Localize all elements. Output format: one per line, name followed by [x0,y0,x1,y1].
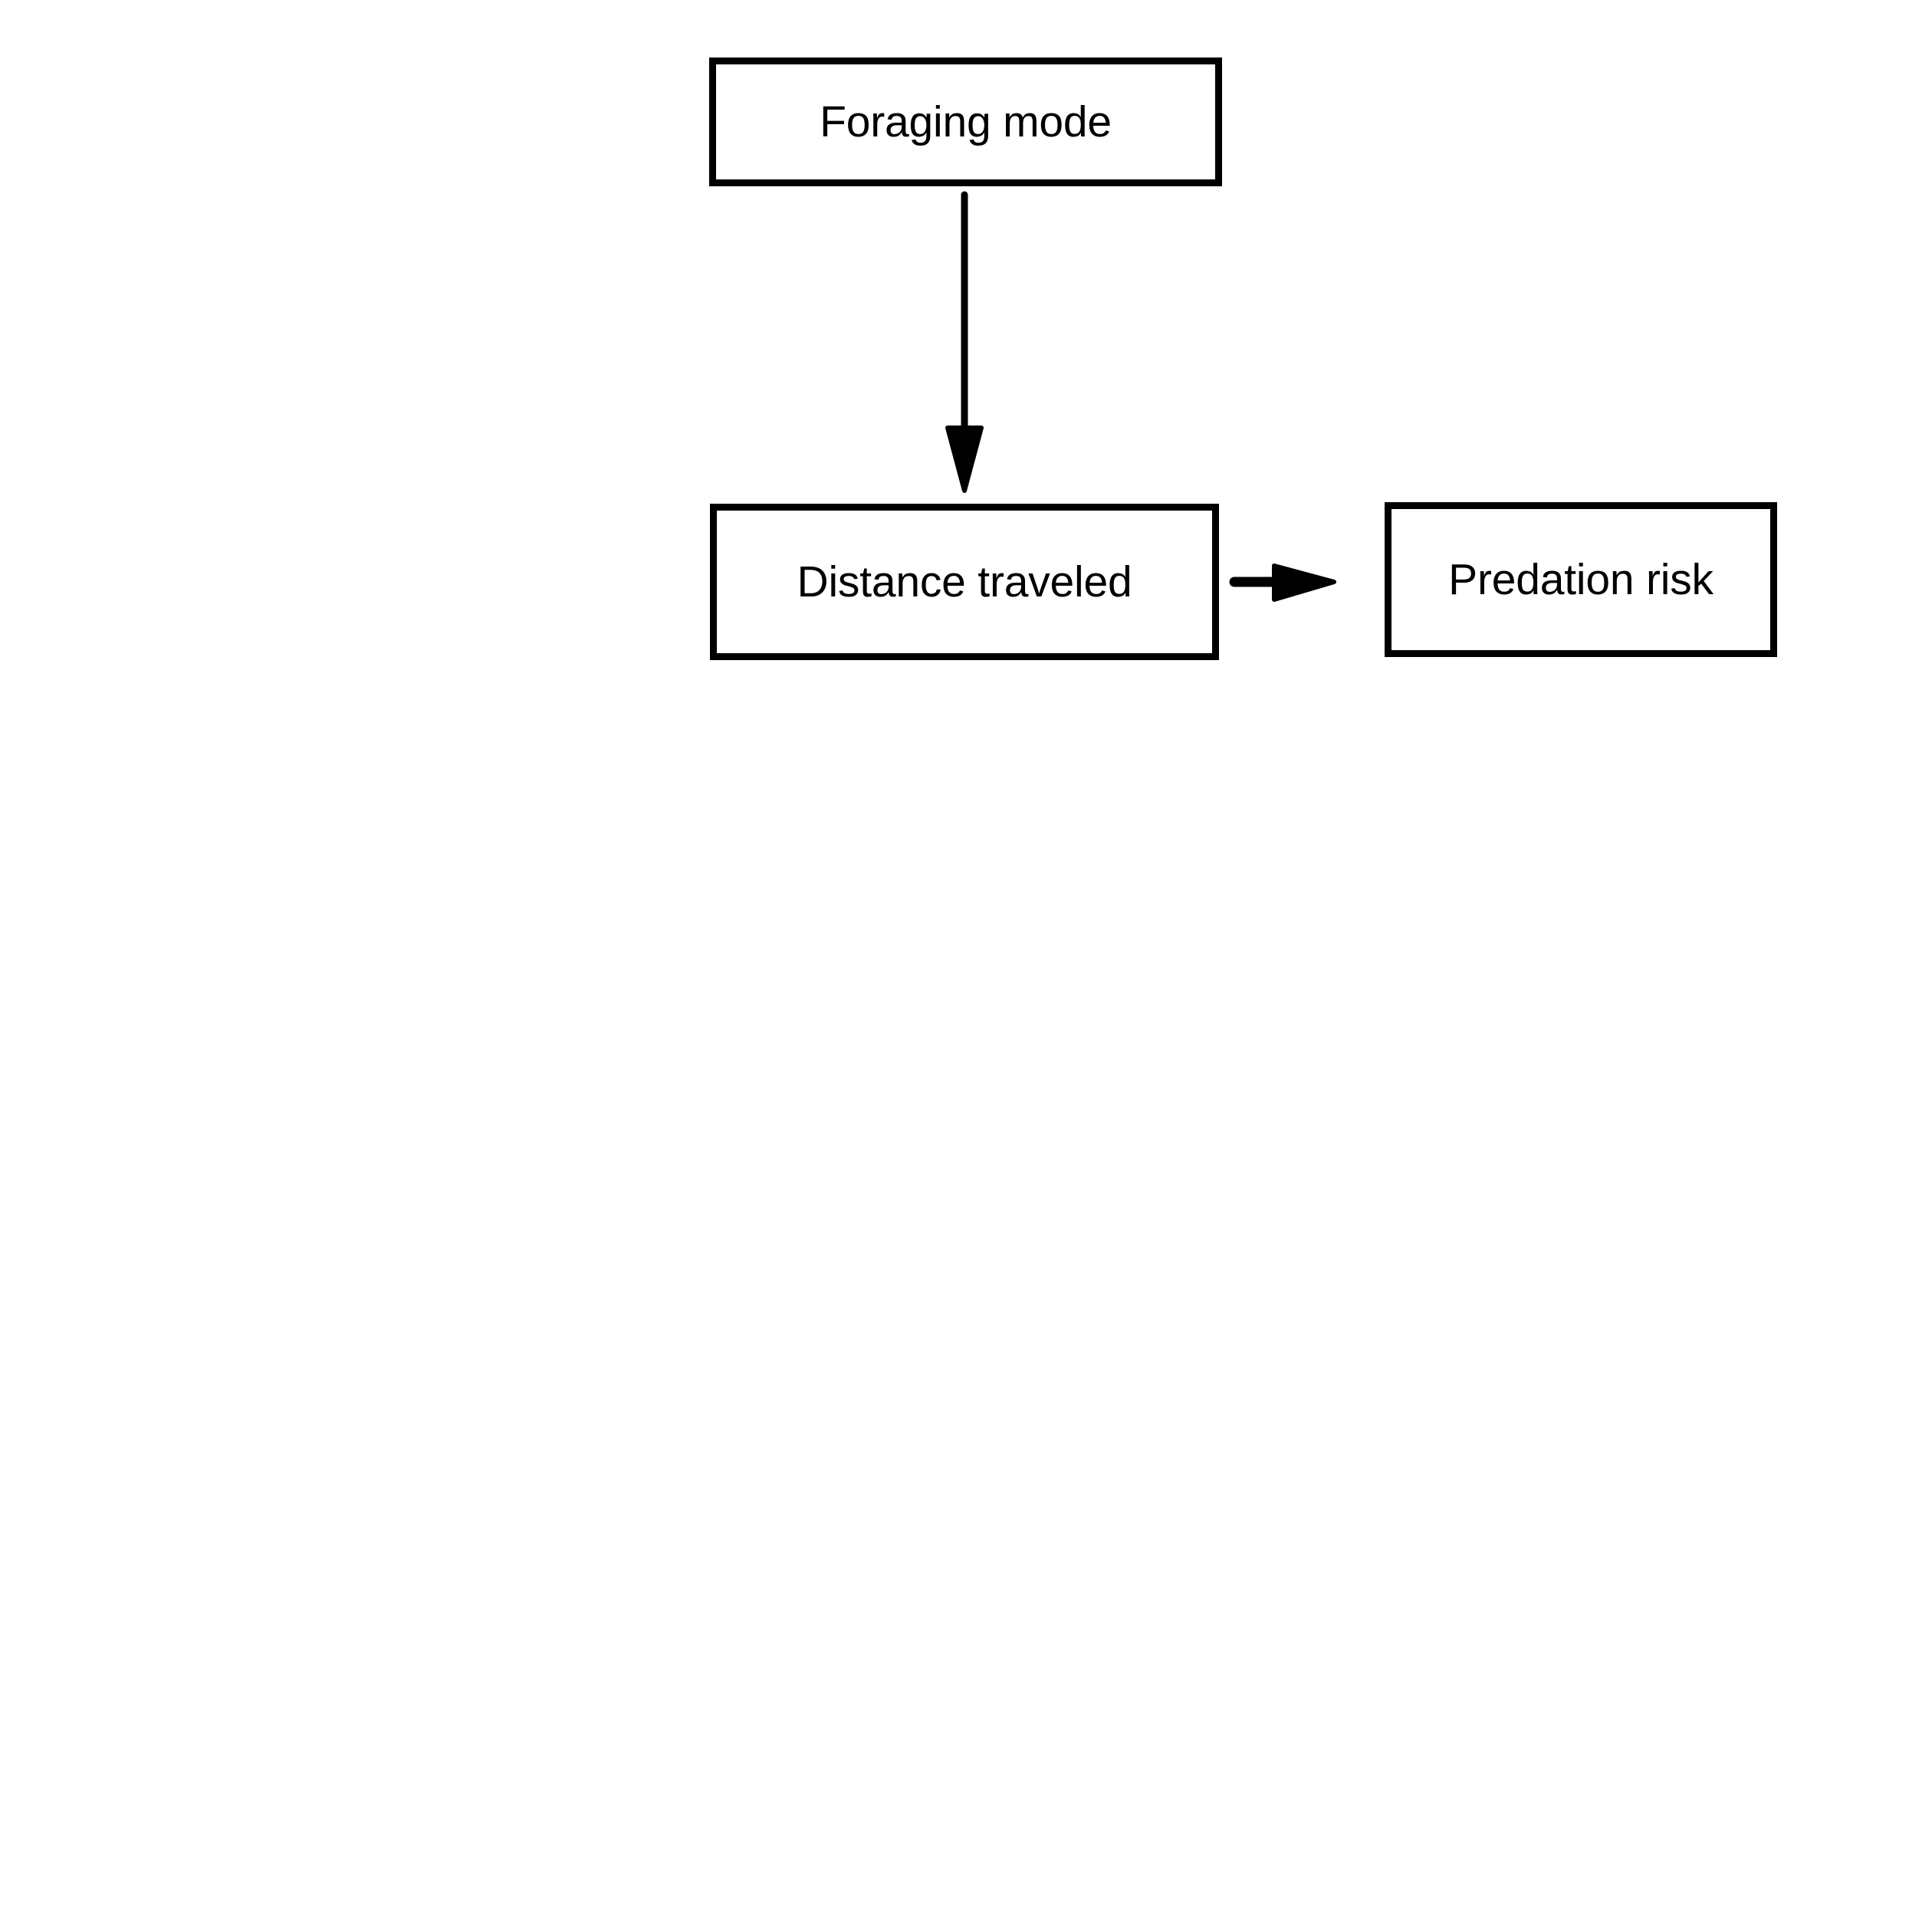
node-distance-traveled-label: Distance traveled [797,557,1132,606]
node-predation-risk[interactable]: Predation risk [1385,502,1777,657]
node-distance-traveled[interactable]: Distance traveled [710,504,1219,660]
arrowhead-down-icon [945,426,984,493]
node-foraging-mode[interactable]: Foraging mode [709,58,1222,186]
edge-foraging-to-distance [945,191,984,493]
edge-distance-to-predation [1229,564,1336,602]
arrowhead-right-icon [1272,564,1336,602]
node-predation-risk-label: Predation risk [1448,554,1714,604]
node-foraging-mode-label: Foraging mode [820,97,1112,146]
